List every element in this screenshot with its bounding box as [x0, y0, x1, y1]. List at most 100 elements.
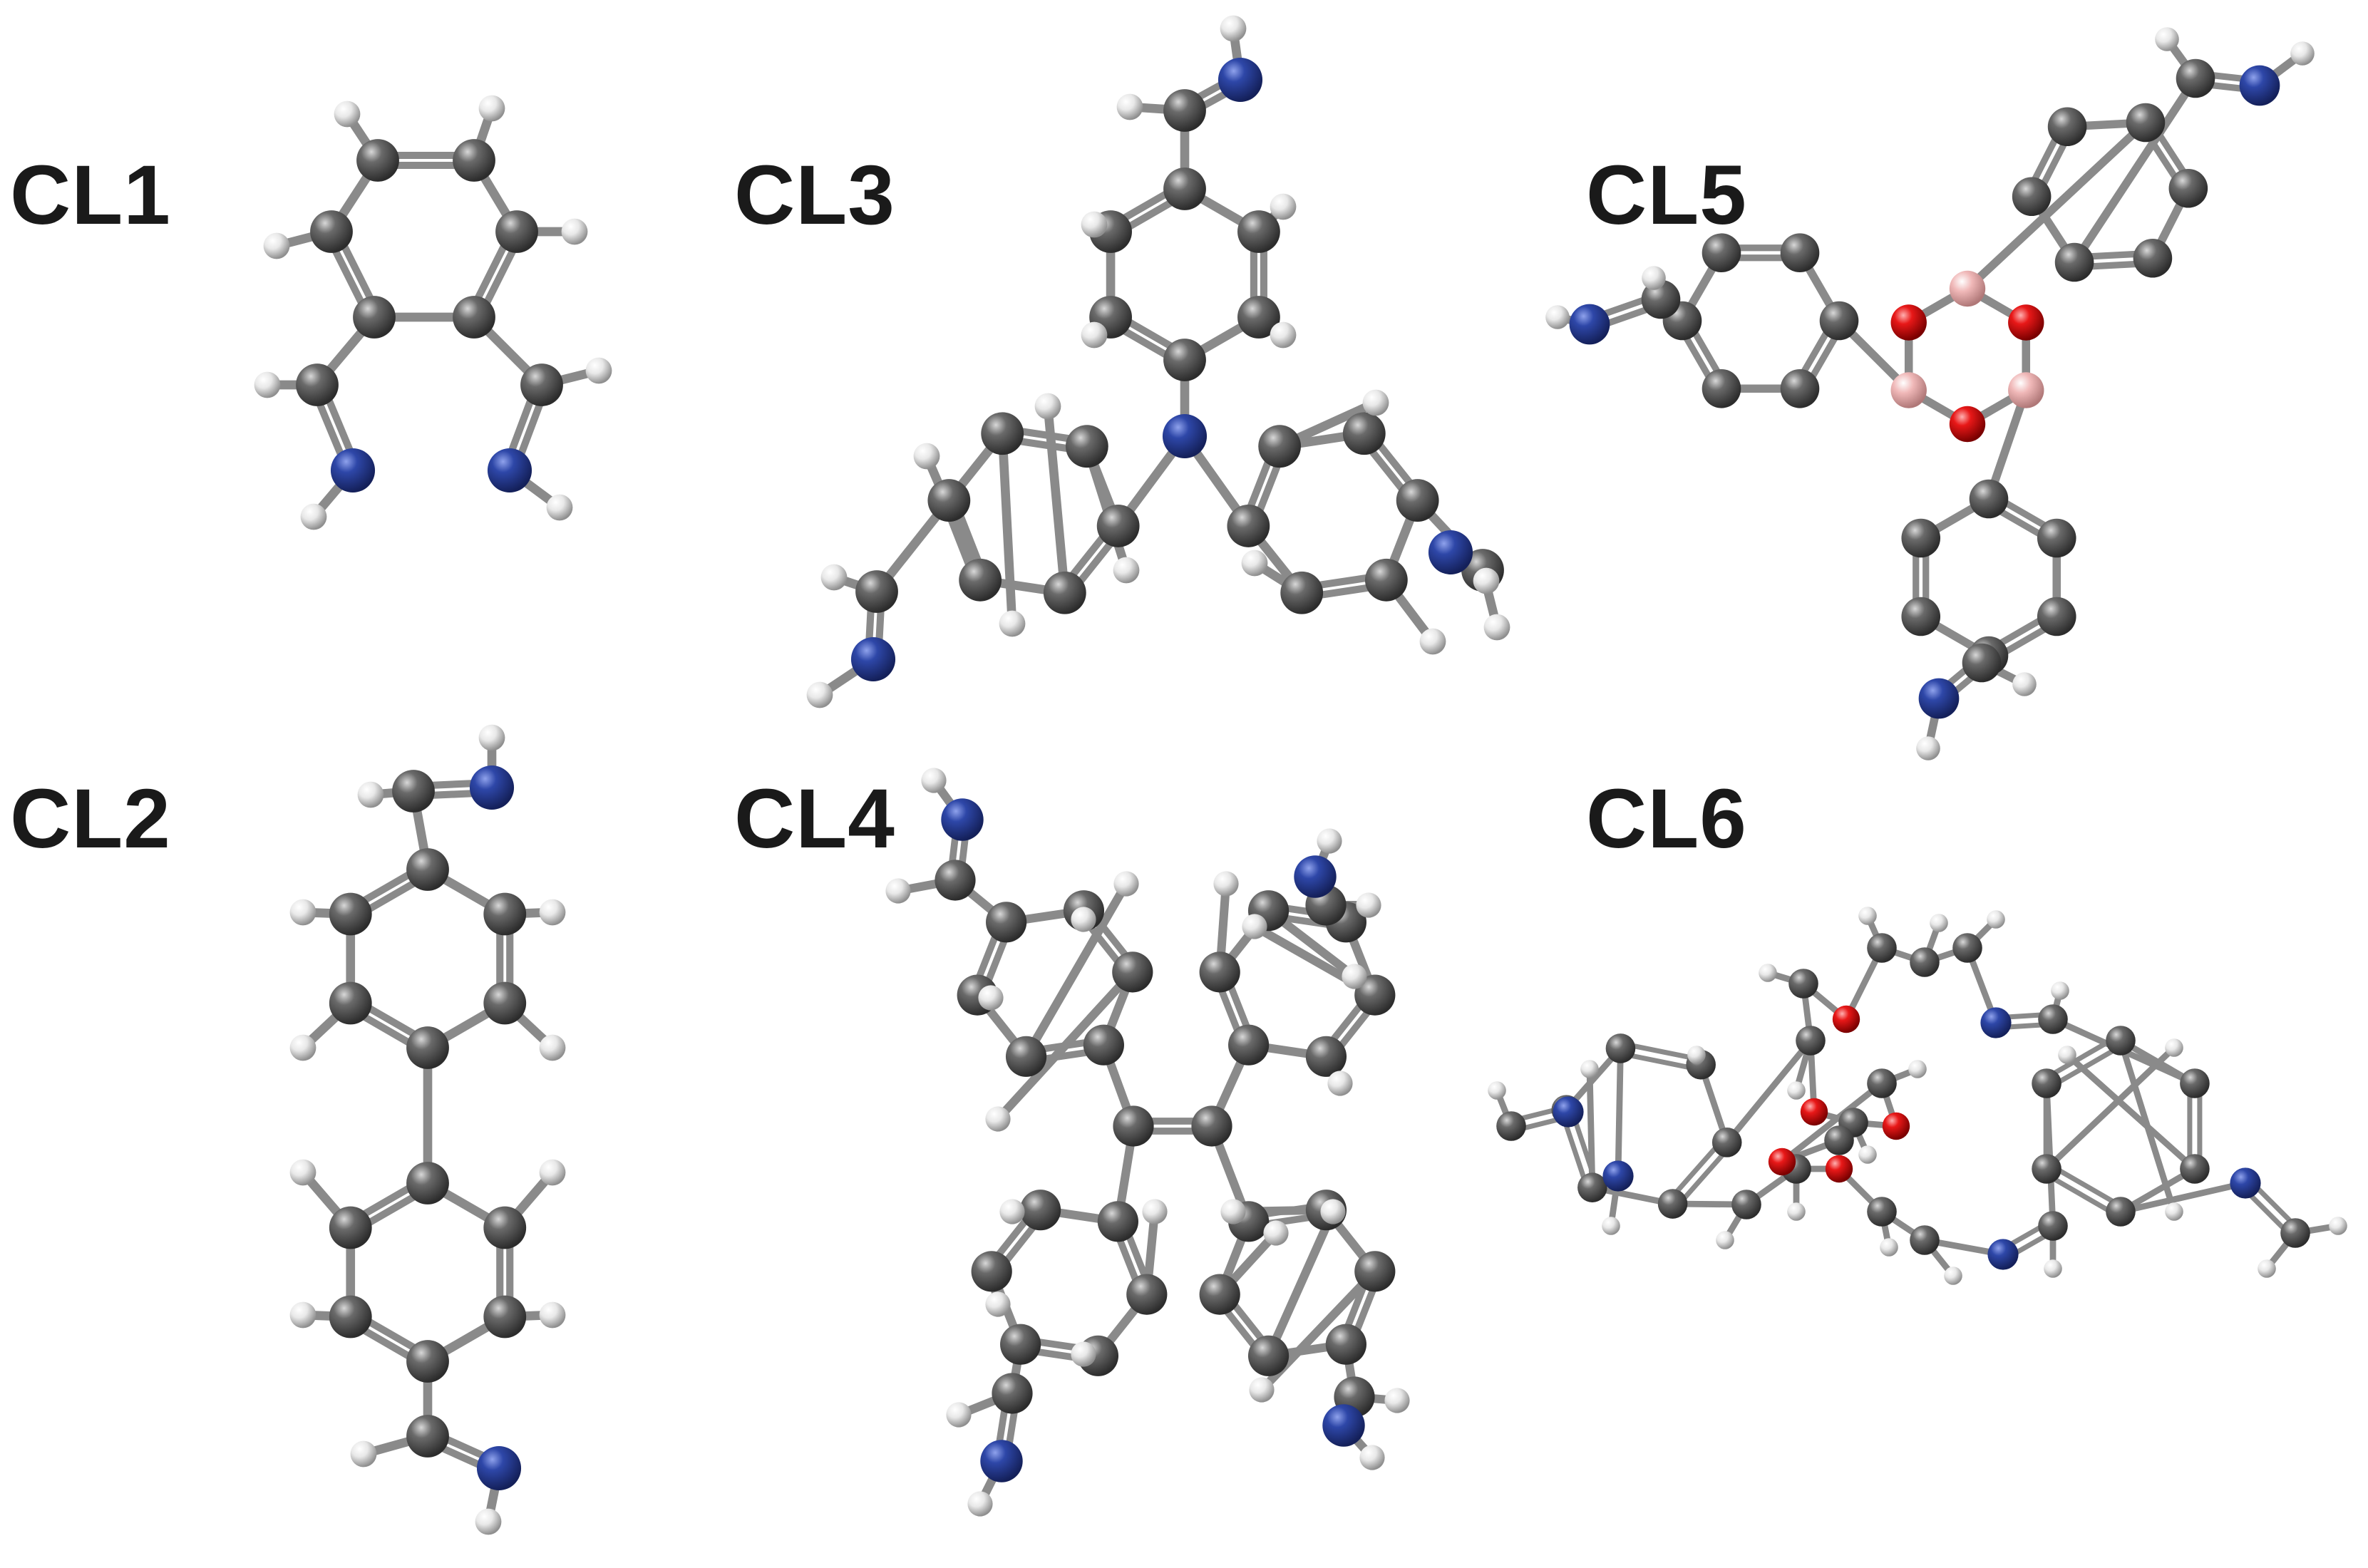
cl1-atom-h	[263, 232, 290, 259]
cl5-atom-h	[1642, 266, 1666, 290]
cl5-bond	[1963, 118, 2150, 293]
cl6-bond	[1778, 1080, 1885, 1165]
cl6-atom-h	[1488, 1081, 1506, 1100]
cl4-atom-h	[1071, 1341, 1096, 1367]
cl4-atom-c	[1126, 1274, 1168, 1315]
cl6-atom-c	[1496, 1111, 1526, 1141]
cl3-atom-h	[913, 443, 940, 470]
cl5-atom-o	[1890, 304, 1927, 341]
cl6-atom-c	[2038, 1004, 2068, 1034]
cl1-atom-h	[300, 503, 327, 530]
cl4-atom-c	[1097, 1201, 1138, 1242]
cl1-atom-n	[487, 448, 532, 493]
cl4-atom-c	[1191, 1105, 1232, 1147]
cl5-atom-o	[2008, 304, 2044, 341]
cl4-atom-h	[1242, 914, 1267, 939]
cl4-atom-c	[1112, 951, 1153, 993]
cl4-atom-c	[1325, 1324, 1366, 1365]
cl4-atom-c	[1083, 1024, 1124, 1066]
cl4-atom-h	[985, 1106, 1011, 1132]
panel-label-cl6: CL6	[1586, 772, 1747, 866]
cl6-atom-o	[1832, 1005, 1860, 1033]
cl2-atom-h	[539, 899, 566, 926]
cl5-atom-c	[2133, 238, 2173, 278]
cl4-atom-c	[1247, 1335, 1289, 1376]
cl2-atom-h	[478, 724, 505, 751]
cl3-atom-c	[1043, 571, 1086, 614]
cl5-atom-c	[2037, 597, 2076, 636]
cl5-atom-c	[1702, 233, 1741, 273]
cl5-atom-n	[2239, 65, 2280, 106]
cl6-bond	[2047, 1162, 2126, 1210]
cl6-atom-h	[1787, 1081, 1806, 1100]
cl6-atom-c	[1796, 1026, 1826, 1056]
cl3-atom-h	[1270, 193, 1297, 220]
cl6-atom-h	[2165, 1202, 2183, 1221]
cl4-atom-c	[1019, 1190, 1061, 1231]
cl3-atom-c	[1096, 505, 1140, 547]
cl4-atom-c	[971, 1251, 1012, 1292]
cl6-atom-c	[1711, 1128, 1742, 1157]
cl3-atom-h	[820, 564, 848, 591]
cl2-atom-h	[357, 781, 384, 808]
cl5-atom-c	[1702, 368, 1741, 408]
cl6-atom-h	[2329, 1217, 2347, 1235]
cl6-atom-c	[1867, 933, 1897, 963]
cl3-atom-h	[1034, 393, 1061, 420]
cl4-atom-h	[1213, 871, 1239, 897]
cl3-bond	[1043, 401, 1070, 598]
cl6-atom-o	[1768, 1147, 1796, 1176]
cl4-bond	[1264, 1207, 1338, 1361]
cl3-atom-h	[1116, 93, 1143, 120]
cl2-atom-h	[350, 1440, 377, 1468]
cl6-atom-h	[2165, 1038, 2183, 1057]
cl4-atom-c	[1113, 1105, 1154, 1147]
atoms-layer	[254, 15, 2347, 1535]
cl3-atom-h	[806, 681, 833, 708]
cl3-atom-c	[1364, 558, 1408, 602]
cl1-atom-c	[356, 139, 399, 182]
cl3-atom-n	[1218, 57, 1263, 103]
cl6-bond	[2117, 1037, 2178, 1215]
cl2-atom-c	[483, 981, 527, 1025]
cl2-atom-h	[539, 1034, 566, 1061]
cl3-atom-c	[1237, 210, 1280, 253]
cl6-atom-c	[1867, 1068, 1897, 1098]
cl4-atom-c	[1000, 1324, 1041, 1365]
cl3-atom-c	[1065, 425, 1108, 468]
cl5-atom-n	[1918, 678, 1960, 719]
cl6-atom-c	[1577, 1172, 1607, 1202]
cl5-atom-c	[2126, 103, 2166, 143]
cl2-atom-c	[329, 892, 372, 936]
cl5-atom-c	[2168, 168, 2208, 208]
cl6-bond	[1724, 1037, 1814, 1146]
cl2-atom-c	[329, 1295, 372, 1339]
cl4-atom-c	[1305, 1036, 1347, 1077]
cl3-atom-h	[1220, 15, 1247, 42]
cl6-atom-n	[1987, 1239, 2019, 1270]
cl6-bond	[2117, 1180, 2249, 1215]
cl6-atom-c	[1910, 1225, 1940, 1255]
cl6-atom-c	[1731, 1190, 1761, 1219]
cl5-atom-b	[2008, 372, 2044, 408]
cl4-atom-h	[1317, 828, 1342, 854]
cl1-atom-c	[296, 363, 339, 406]
cl2-atom-n	[476, 1445, 522, 1491]
cl1-atom-c	[353, 296, 396, 339]
cl5-atom-c	[1780, 233, 1820, 273]
cl5-atom-b	[1890, 372, 1927, 408]
cl5-atom-o	[1949, 406, 1986, 443]
cl6-atom-o	[1882, 1112, 1910, 1140]
cl2-atom-c	[329, 981, 372, 1025]
cl3-atom-h	[1362, 389, 1389, 416]
cl6-atom-n	[2230, 1167, 2261, 1199]
cl6-atom-h	[1858, 907, 1877, 925]
cl2-atom-c	[483, 1206, 527, 1249]
cl6-atom-h	[2258, 1259, 2276, 1278]
cl2-atom-c	[483, 1295, 527, 1339]
cl4-atom-c	[1005, 1036, 1047, 1077]
cl2-atom-c	[406, 1026, 449, 1069]
cl6-atom-c	[1867, 1197, 1897, 1227]
cl4-atom-c	[986, 902, 1027, 943]
